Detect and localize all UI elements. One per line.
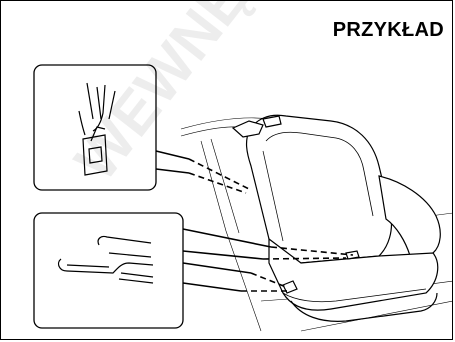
lower-anchor-inset-box bbox=[34, 213, 183, 328]
example-label: PRZYKŁAD bbox=[333, 19, 444, 42]
top-leader-lines bbox=[156, 151, 249, 193]
